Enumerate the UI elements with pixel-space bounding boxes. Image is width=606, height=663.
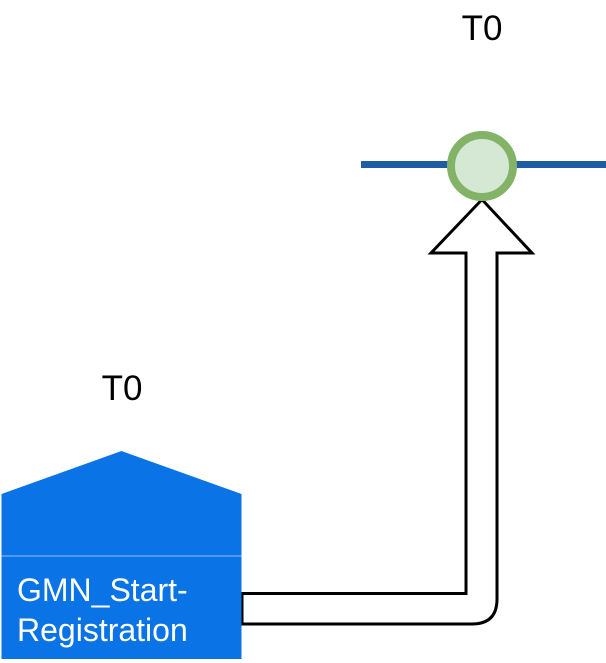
place-time-label: T0 (461, 9, 503, 48)
event-node-shape (1, 451, 242, 659)
event-node-label: GMN_Start- Registration (17, 570, 241, 650)
event-node-label-line1: GMN_Start- (17, 572, 188, 608)
place-circle-icon (447, 131, 517, 201)
connector-arrow-icon (240, 197, 536, 626)
node-time-label: T0 (101, 369, 143, 408)
event-node-label-line2: Registration (17, 612, 188, 648)
